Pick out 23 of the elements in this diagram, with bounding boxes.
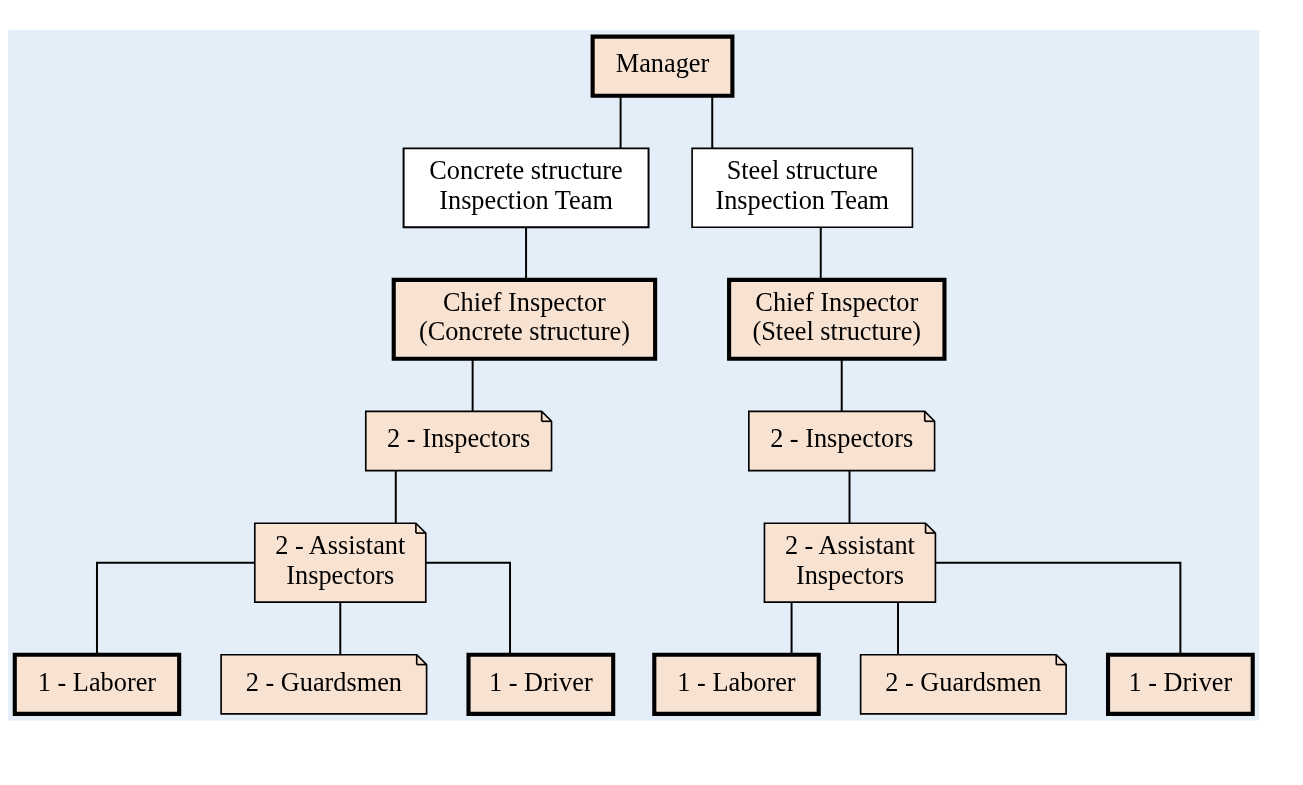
node-box: Steel structure Inspection Team [691,147,914,228]
connector [848,469,851,524]
node-box: Manager [590,34,735,98]
node-box: 1 - Laborer [652,652,821,716]
node-box: 1 - Driver [1106,652,1255,716]
node-box: Chief Inspector (Steel structure) [727,277,947,361]
connector [819,225,822,280]
connector [619,94,622,149]
connector [897,601,899,655]
connector [96,561,256,655]
connector [711,94,714,149]
connector [840,357,843,412]
connector [471,357,474,412]
connector [339,601,342,655]
connector [425,561,511,655]
connector [525,225,528,280]
connector [790,601,793,655]
node-box: 1 - Driver [466,652,616,716]
connector [934,561,1182,655]
node-box: 1 - Laborer [12,652,182,716]
connector [394,469,397,524]
node-box: Chief Inspector (Concrete structure) [391,277,658,361]
node-box: Concrete structure Inspection Team [402,146,650,228]
